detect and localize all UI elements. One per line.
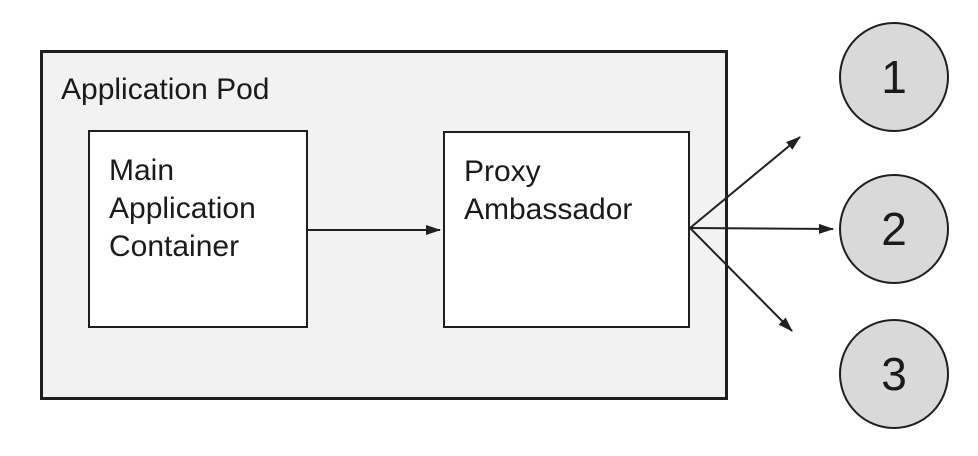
endpoint-3-label: 3 — [881, 348, 907, 400]
endpoint-circle-2: 2 — [839, 174, 949, 284]
node-proxy-ambassador: Proxy Ambassador — [443, 131, 690, 328]
main-application-container-label: Main Application Container — [109, 154, 256, 263]
application-pod-label: Application Pod — [61, 73, 270, 106]
endpoint-2-label: 2 — [881, 203, 907, 255]
node-main-application-container: Main Application Container — [88, 130, 308, 328]
endpoint-circle-3: 3 — [839, 319, 949, 429]
proxy-ambassador-label: Proxy Ambassador — [464, 155, 633, 226]
endpoint-circle-1: 1 — [839, 22, 949, 132]
endpoint-1-label: 1 — [881, 51, 907, 103]
